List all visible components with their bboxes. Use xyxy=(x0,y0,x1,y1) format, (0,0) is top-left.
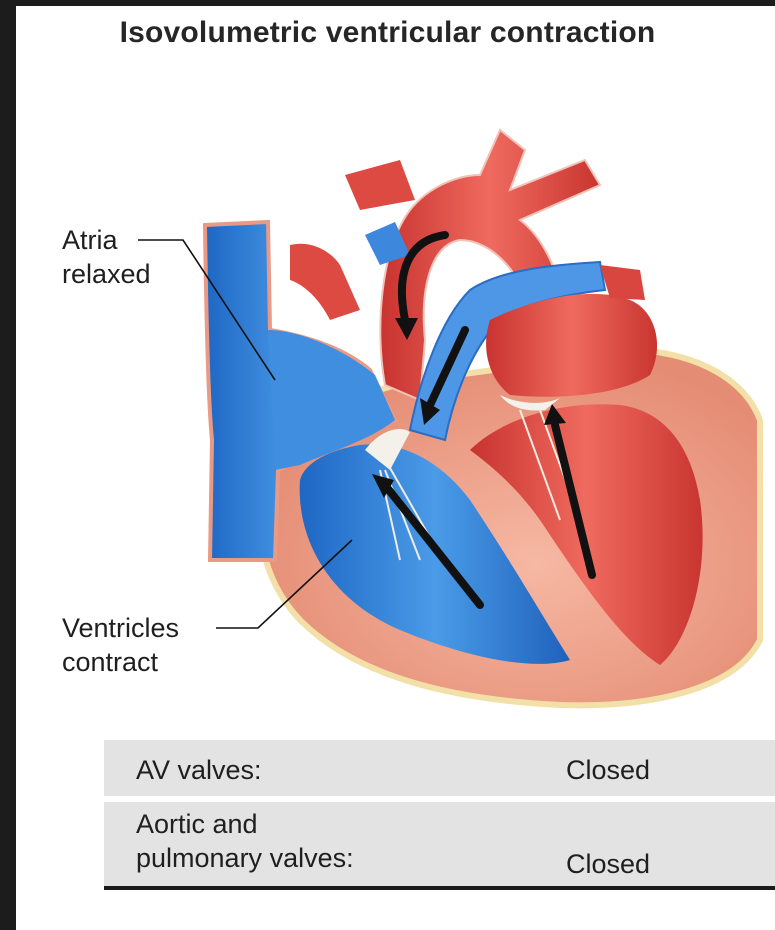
semilunar-valves-label-line1: Aortic and xyxy=(136,808,258,840)
pulmonary-veins-left xyxy=(290,244,360,320)
aorta-left-branch xyxy=(345,160,415,210)
ventricles-label-line2: contract xyxy=(62,645,158,679)
table-row-semilunar-valves: Aortic and pulmonary valves: Closed xyxy=(104,802,775,886)
atria-label-line1: Atria xyxy=(62,223,118,257)
semilunar-valves-state: Closed xyxy=(566,848,650,880)
semilunar-valves-label-line2: pulmonary valves: xyxy=(136,842,354,874)
table-bottom-rule xyxy=(104,886,775,890)
atria-label-line2: relaxed xyxy=(62,257,151,291)
av-valves-label: AV valves: xyxy=(136,754,262,786)
table-row-av-valves: AV valves: Closed xyxy=(104,740,775,796)
av-valves-state: Closed xyxy=(566,754,650,786)
valve-status-table: AV valves: Closed Aortic and pulmonary v… xyxy=(104,740,775,890)
ventricles-label-line1: Ventricles xyxy=(62,611,179,645)
